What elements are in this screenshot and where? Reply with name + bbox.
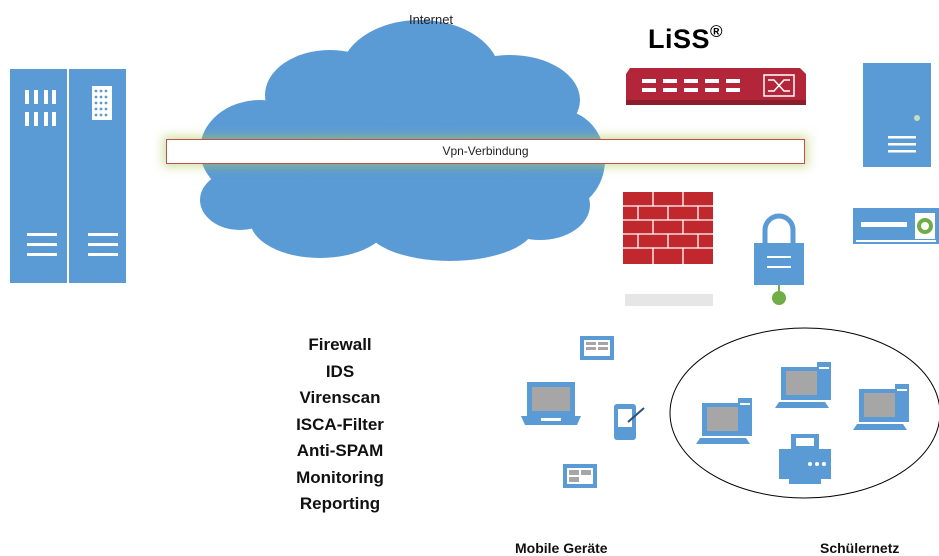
student-network-caption: Schülernetz	[820, 540, 900, 556]
mobile-devices-caption: Mobile Geräte	[515, 540, 608, 556]
internet-label: Internet	[408, 12, 454, 27]
feature-item: Firewall	[308, 335, 372, 354]
feature-item: IDS	[325, 361, 355, 381]
firewall-shadow	[625, 294, 713, 306]
desktop-computer-icon	[775, 362, 831, 408]
vpn-connection-bar: Vpn-Verbindung	[166, 139, 805, 164]
server-rack-icon	[10, 69, 126, 283]
desktop-computer-icon	[696, 398, 752, 444]
desktop-computer-icon	[853, 384, 909, 430]
brand-name: LiSS	[648, 24, 711, 54]
laptop-icon	[521, 382, 581, 425]
tablet-icon	[580, 336, 614, 360]
feature-item: Reporting	[299, 494, 381, 513]
pda-icon	[614, 404, 645, 440]
feature-item: ISCA-Filter	[296, 414, 384, 434]
feature-item: Virenscan	[299, 388, 381, 407]
router-switch-icon	[626, 68, 806, 105]
feature-item: Anti-SPAM	[296, 441, 384, 460]
student-network-boundary	[669, 327, 939, 499]
internet-cloud-icon	[200, 20, 605, 261]
feature-item: Monitoring	[296, 467, 384, 487]
printer-icon	[779, 434, 831, 484]
rack-device-icon	[853, 208, 939, 244]
liss-logo: LiSS®	[648, 22, 724, 55]
tablet-small-icon	[563, 464, 597, 488]
firewall-icon	[623, 192, 713, 264]
feature-list: Firewall IDS Virenscan ISCA-Filter Anti-…	[240, 332, 440, 518]
tower-server-icon	[863, 63, 931, 167]
brand-mark: ®	[710, 22, 724, 41]
padlock-icon	[754, 213, 804, 305]
